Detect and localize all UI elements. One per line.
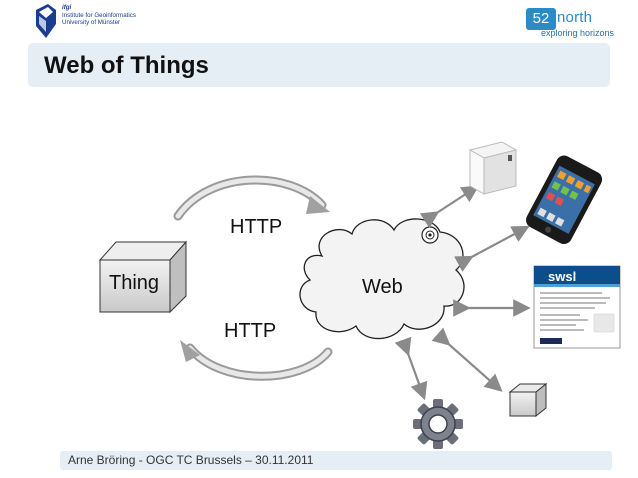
server-icon <box>468 141 518 195</box>
slide-title: Web of Things <box>44 52 209 79</box>
footer-text: Arne Bröring - OGC TC Brussels – 30.11.2… <box>68 453 314 467</box>
webpage-logo-text: swsl <box>548 269 576 284</box>
footer-bar <box>60 451 612 470</box>
web-cloud <box>299 218 465 340</box>
institute-logo-text: ifgi Institute for Geoinformatics Univer… <box>62 4 136 27</box>
ifgi-acronym: ifgi <box>62 4 72 11</box>
cube-icon <box>508 382 548 418</box>
institute-line-1: Institute for Geoinformatics <box>62 11 136 19</box>
thing-cube <box>98 240 188 314</box>
http-label-top: HTTP <box>230 216 283 238</box>
webpage-icon: swsl <box>533 265 621 349</box>
ifgi-logo-icon <box>36 4 56 38</box>
web-label: Web <box>362 276 403 298</box>
gear-icon <box>413 399 463 449</box>
n52-badge: 52 <box>526 8 556 30</box>
http-arc-top <box>173 175 330 221</box>
smartphone-icon <box>526 155 603 245</box>
camera-icon <box>421 226 439 244</box>
n52-name: north <box>557 9 593 26</box>
thing-label: Thing <box>109 272 160 294</box>
http-label-bottom: HTTP <box>224 320 277 342</box>
http-arc-bottom <box>180 340 333 381</box>
arrow-to-gear <box>394 336 428 401</box>
institute-line-2: University of Münster <box>62 19 121 27</box>
n52-tagline: exploring horizons <box>541 28 615 38</box>
title-bar <box>28 43 610 87</box>
arrow-to-cube <box>431 327 503 392</box>
arrow-to-smartphone <box>454 225 530 272</box>
arrow-to-server <box>419 185 480 229</box>
